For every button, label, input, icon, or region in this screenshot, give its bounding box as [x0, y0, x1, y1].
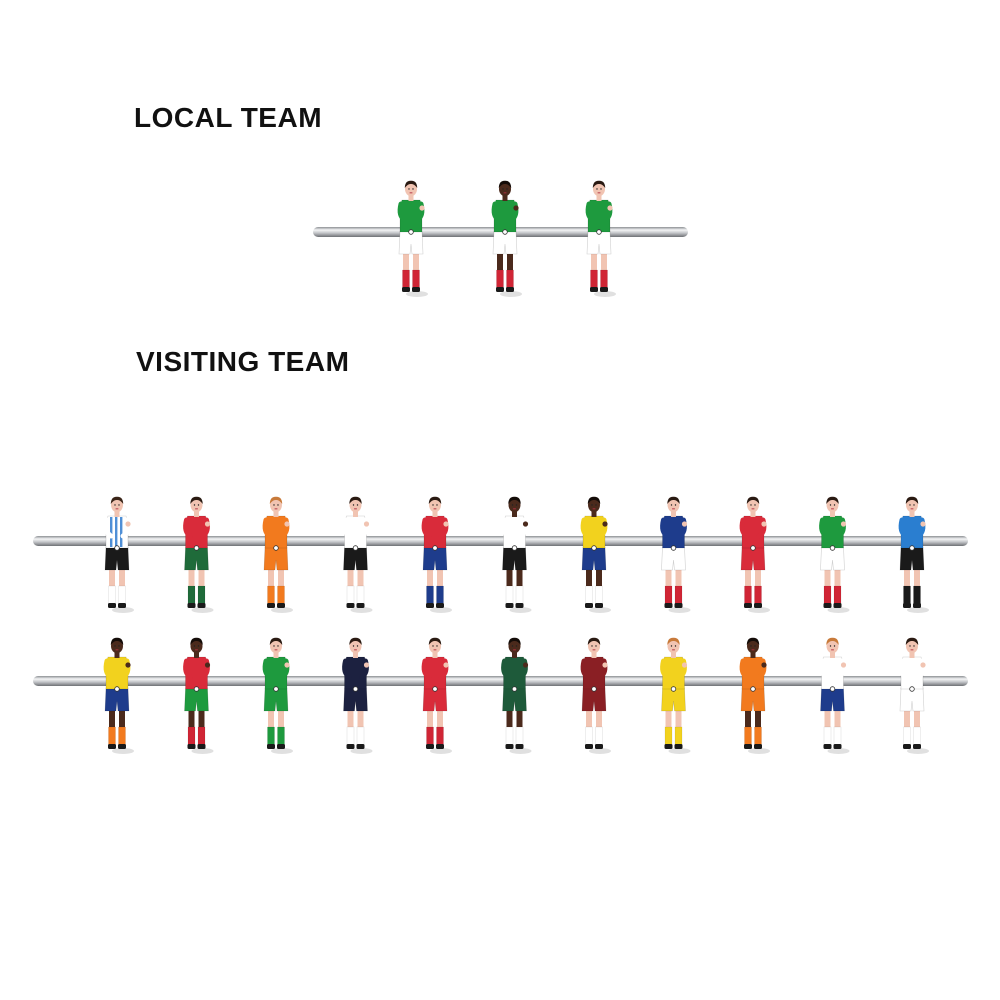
foosball-player-figure — [421, 496, 452, 613]
foosball-player-figure — [580, 637, 611, 754]
foosball-player-figure — [342, 637, 373, 754]
foosball-player-figure — [819, 637, 850, 754]
local-team-title: LOCAL TEAM — [134, 102, 323, 133]
foosball-player-figure — [660, 637, 691, 754]
foosball-player-figure — [501, 637, 532, 754]
foosball-player-figure — [262, 496, 293, 613]
foosball-player-figure — [580, 496, 611, 613]
foosball-player-figure — [501, 496, 532, 613]
visiting-team-title: VISITING TEAM — [136, 346, 350, 377]
foosball-player-figure — [898, 496, 929, 613]
foosball-player-figure — [103, 496, 134, 613]
foosball-player-figure — [183, 637, 214, 754]
foosball-player-figure — [491, 180, 522, 297]
foosball-player-figure — [183, 496, 214, 613]
foosball-player-figure — [103, 637, 134, 754]
foosball-player-figure — [660, 496, 691, 613]
foosball-player-figure — [262, 637, 293, 754]
visiting-team-rod-2 — [33, 637, 968, 754]
visiting-team-rod-1 — [33, 496, 968, 613]
foosball-player-figure — [421, 637, 452, 754]
foosball-player-figure — [397, 180, 428, 297]
foosball-player-figure — [819, 496, 850, 613]
foosball-player-figure — [585, 180, 616, 297]
foosball-player-figure — [739, 637, 770, 754]
foosball-player-figure — [898, 637, 929, 754]
foosball-player-figure — [342, 496, 373, 613]
local-team-rod — [313, 180, 688, 297]
foosball-player-figure — [739, 496, 770, 613]
